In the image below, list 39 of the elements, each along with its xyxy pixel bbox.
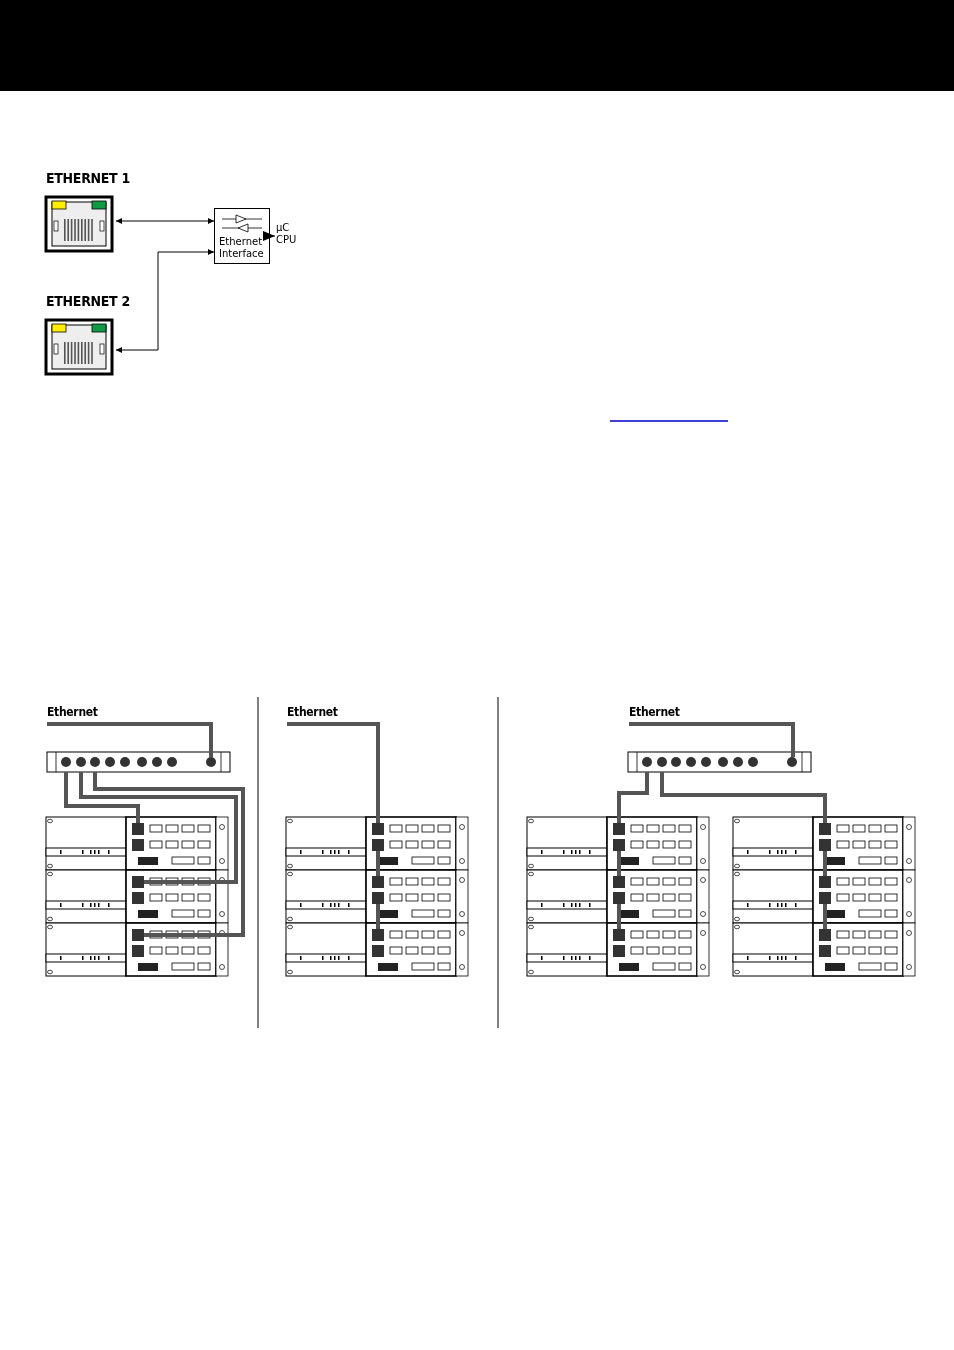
cable <box>617 851 621 876</box>
cable <box>617 904 621 929</box>
cable <box>823 851 827 876</box>
rack-unit-drawing <box>285 816 469 871</box>
rack-unit-drawing <box>732 816 916 871</box>
rack-unit-drawing <box>285 922 469 977</box>
cable <box>93 772 245 937</box>
network-switch-drawing <box>46 751 231 773</box>
rack-unit-drawing <box>285 869 469 924</box>
rack-unit-drawing <box>526 922 710 977</box>
port-heading: ETHERNET 1 <box>46 170 130 186</box>
interface-label: Ethernet Interface <box>219 236 265 260</box>
network-label: Ethernet <box>47 705 98 719</box>
rack-unit-drawing <box>732 922 916 977</box>
cable <box>64 772 140 823</box>
connector-line <box>115 249 215 353</box>
cpu-label: µC CPU <box>276 222 306 246</box>
cable <box>79 772 238 884</box>
cable <box>376 851 380 876</box>
interface-box <box>214 208 270 264</box>
port-heading: ETHERNET 2 <box>46 293 130 309</box>
cable <box>617 772 649 823</box>
connector-line <box>263 231 276 241</box>
network-label: Ethernet <box>629 705 680 719</box>
rack-unit-drawing <box>732 869 916 924</box>
cable <box>823 904 827 929</box>
rack-unit-drawing <box>45 816 229 871</box>
network-switch-drawing <box>627 751 812 773</box>
cable <box>47 722 213 757</box>
rack-unit-drawing <box>45 922 229 977</box>
connector-line <box>115 218 215 224</box>
rack-unit-drawing <box>45 869 229 924</box>
cable <box>629 722 795 757</box>
cable <box>287 722 380 823</box>
network-label: Ethernet <box>287 705 338 719</box>
cable <box>660 772 827 823</box>
rack-unit-drawing <box>526 869 710 924</box>
cable <box>376 904 380 929</box>
rack-unit-drawing <box>526 816 710 871</box>
